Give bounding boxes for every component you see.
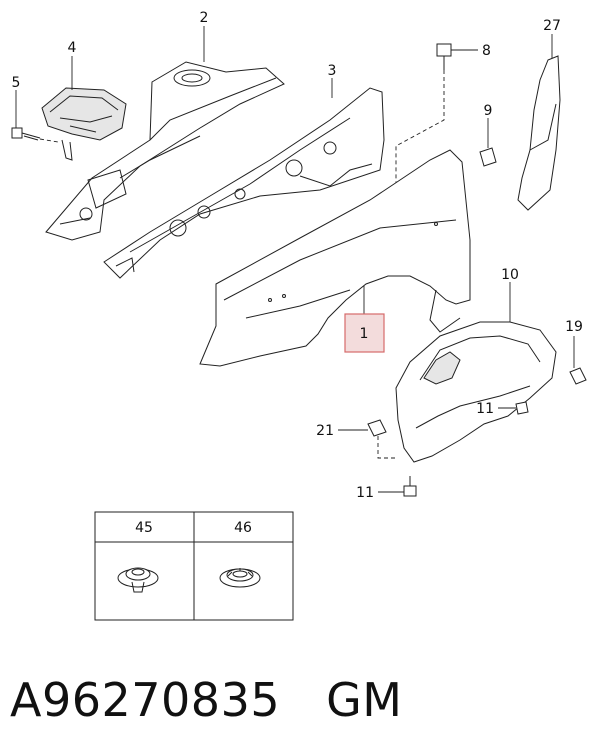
callout-11-lower: 11	[356, 485, 374, 501]
callout-1: 1	[360, 326, 369, 342]
part-3-apron	[103, 78, 385, 279]
callout-19: 19	[565, 319, 583, 335]
part-9-clip	[479, 118, 497, 167]
footer: A96270835 GM	[10, 660, 402, 740]
callout-10: 10	[501, 267, 519, 283]
callout-8: 8	[482, 43, 491, 59]
part-27-trim	[517, 34, 561, 211]
callout-2: 2	[200, 10, 209, 26]
part-11-screw-upper	[498, 401, 529, 415]
callout-11-upper: 11	[476, 401, 494, 417]
parts-diagram: 2 4 5 3 8 9 27 10 19 11 21 11 1 45 46	[11, 10, 587, 621]
callout-27: 27	[543, 18, 561, 34]
legend-header-45: 45	[135, 520, 153, 536]
part-21-clip	[338, 419, 398, 459]
callout-3: 3	[328, 63, 337, 79]
part-4-bracket	[41, 56, 127, 161]
part-19-clip	[569, 336, 587, 385]
part-10-liner	[395, 282, 557, 463]
part-2-front-rail	[45, 26, 285, 241]
part-number: A96270835	[10, 673, 281, 727]
callout-9: 9	[484, 103, 493, 119]
grommet-46	[219, 568, 261, 588]
brand-name: GM	[326, 673, 403, 727]
part-1-fender	[199, 149, 471, 367]
part-5-bolt	[11, 90, 59, 143]
callout-1-highlight: 1	[344, 313, 385, 353]
legend-header-46: 46	[234, 520, 252, 536]
callout-21: 21	[316, 423, 334, 439]
part-11-screw-lower	[378, 476, 417, 497]
legend-table: 45 46	[94, 511, 294, 621]
callout-5: 5	[12, 75, 21, 91]
callout-4: 4	[68, 40, 77, 56]
grommet-45	[117, 567, 159, 593]
